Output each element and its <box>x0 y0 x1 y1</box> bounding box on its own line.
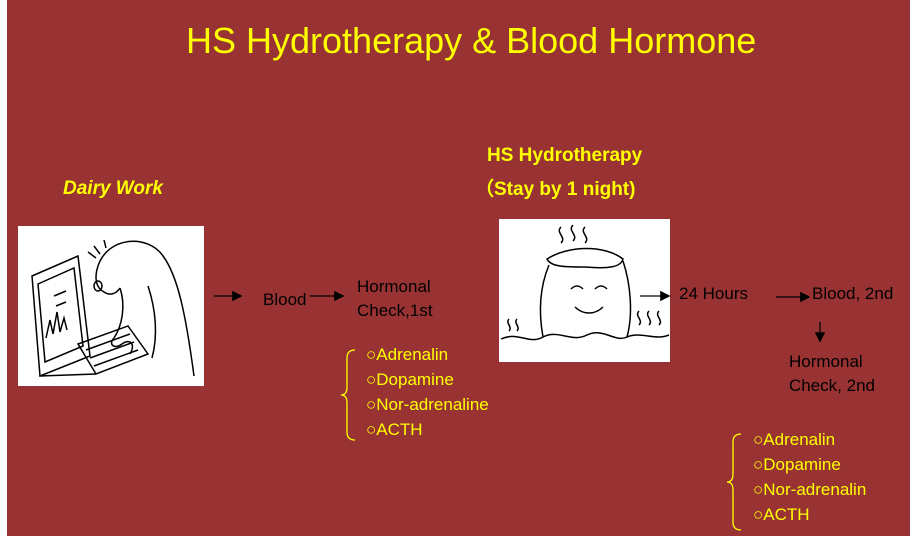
bracket-left-list <box>341 350 355 440</box>
bracket-right-list <box>727 434 741 530</box>
